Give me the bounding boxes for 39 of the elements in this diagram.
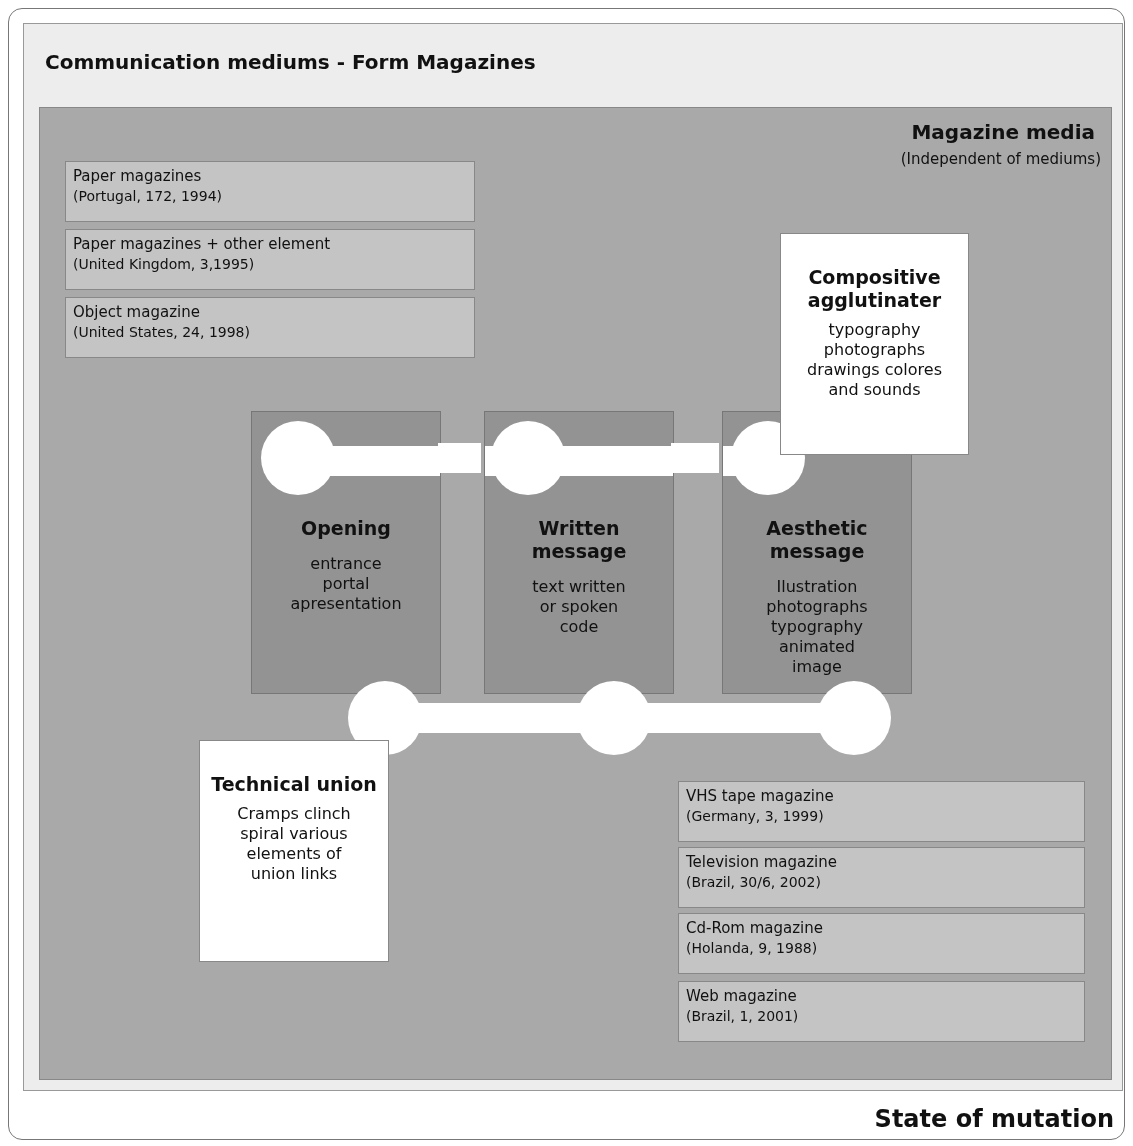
example-box	[65, 229, 475, 290]
footer-title: State of mutation	[874, 1105, 1114, 1133]
card-items: Ilustration photographs typography animated image	[765, 576, 869, 677]
example-box	[678, 781, 1085, 842]
example-box	[678, 913, 1085, 974]
column-box	[251, 411, 441, 694]
info-card	[199, 740, 389, 962]
publication-details: (United States, 24, 1998)	[73, 324, 251, 340]
example-box	[678, 981, 1085, 1042]
card-items: typography photographs drawings colores and sounds	[806, 319, 943, 400]
medium-type: Cd-Rom magazine	[686, 919, 824, 937]
card-items: text written or spoken code	[531, 576, 627, 637]
medium-type: Paper magazines	[73, 167, 203, 185]
publication-details: (Germany, 3, 1999)	[686, 808, 825, 824]
card-heading: Aesthetic message	[765, 517, 869, 563]
card-items: entrance portal apresentation	[289, 553, 403, 614]
card-heading: Technical union	[210, 773, 378, 796]
section-heading: Magazine media	[911, 120, 1095, 144]
card-heading: Written message	[530, 517, 628, 563]
medium-type: VHS tape magazine	[686, 787, 835, 805]
card-items: Cramps clinch spiral various elements of union links	[236, 803, 352, 884]
publication-details: (Brazil, 1, 2001)	[686, 1008, 800, 1024]
publication-details: (Holanda, 9, 1988)	[686, 940, 819, 956]
medium-type: Object magazine	[73, 303, 201, 321]
card-heading: Opening	[300, 517, 392, 540]
example-box	[678, 847, 1085, 908]
publication-details: (Portugal, 172, 1994)	[73, 188, 224, 204]
info-card	[780, 233, 969, 455]
example-box	[65, 161, 475, 222]
publication-details: (Brazil, 30/6, 2002)	[686, 874, 822, 890]
section-subheading: (Independent of mediums)	[900, 150, 1101, 168]
example-box	[65, 297, 475, 358]
medium-type: Television magazine	[686, 853, 838, 871]
card-heading: Compositive agglutinater	[806, 266, 943, 312]
panel-heading: Communication mediums - Form Magazines	[45, 50, 536, 74]
medium-type: Web magazine	[686, 987, 798, 1005]
publication-details: (United Kingdom, 3,1995)	[73, 256, 256, 272]
medium-type: Paper magazines + other element	[73, 235, 332, 253]
column-box	[484, 411, 674, 694]
